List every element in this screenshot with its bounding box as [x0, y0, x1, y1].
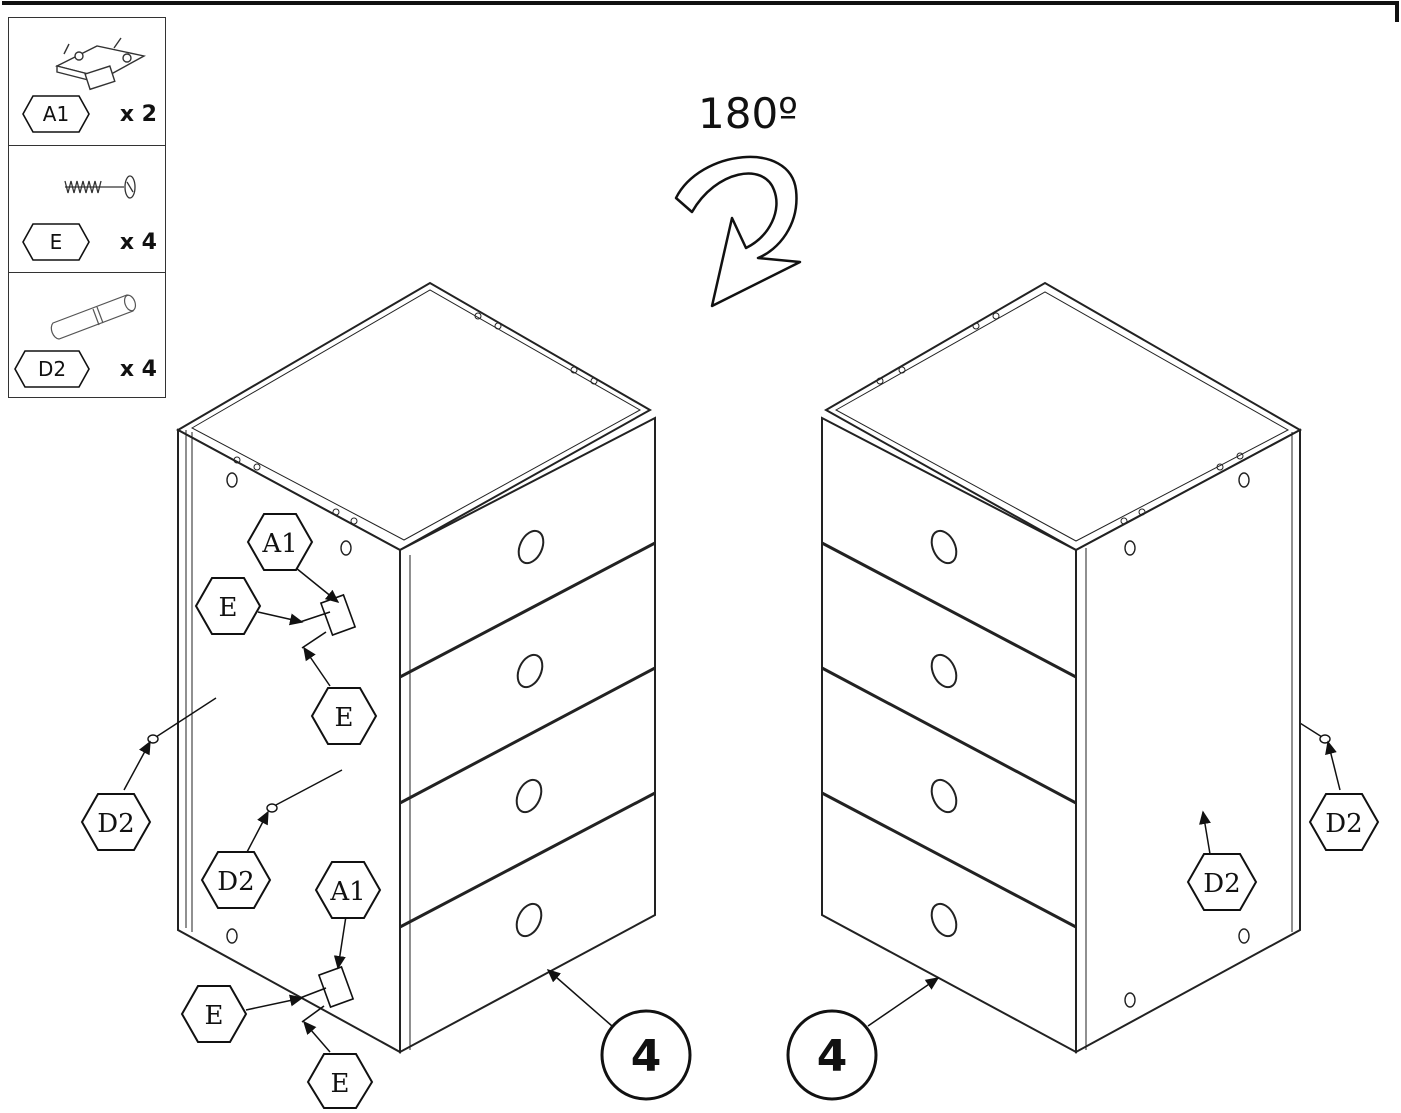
- cabinet-right: [821, 281, 1303, 1054]
- svg-text:4: 4: [817, 1031, 848, 1082]
- callout-e-bottom-left: E: [180, 985, 248, 1043]
- step-label-right: 4: [786, 1009, 878, 1101]
- dowel-icon: [50, 294, 137, 340]
- part-label-a1: A1: [22, 95, 90, 133]
- hinge-hardware-left-bottom: [299, 965, 355, 1023]
- part-label-e: E: [22, 223, 90, 261]
- part-qty-d2: x 4: [119, 357, 157, 382]
- svg-text:E: E: [335, 703, 354, 733]
- svg-text:A1: A1: [43, 102, 69, 126]
- svg-text:A1: A1: [329, 877, 365, 907]
- leader-lines: [123, 567, 1341, 1053]
- callout-a1-bottom: A1: [314, 861, 382, 919]
- parts-panel: A1 x 2 E x 4: [8, 17, 166, 398]
- callout-e-top-left: E: [194, 577, 262, 635]
- cabinet-left: [175, 281, 656, 1054]
- rotation-label: 180º: [698, 89, 798, 138]
- svg-text:D2: D2: [1203, 869, 1240, 899]
- svg-text:E: E: [331, 1069, 350, 1099]
- part-cell-e: E x 4: [9, 145, 165, 272]
- svg-text:E: E: [205, 1001, 224, 1031]
- svg-text:D2: D2: [38, 357, 66, 381]
- part-label-d2: D2: [14, 350, 90, 388]
- svg-text:A1: A1: [261, 529, 297, 559]
- svg-text:D2: D2: [97, 809, 134, 839]
- callout-a1-top: A1: [246, 513, 314, 571]
- svg-text:4: 4: [631, 1031, 662, 1082]
- screw-icon: [64, 175, 136, 199]
- svg-text:E: E: [50, 230, 63, 254]
- callout-d2-right-inner: D2: [1186, 853, 1258, 911]
- rotate-arrow-icon: [674, 155, 802, 308]
- step-label-left: 4: [600, 1009, 692, 1101]
- part-cell-d2: D2 x 4: [9, 272, 165, 399]
- callout-d2-left-inner: D2: [200, 851, 272, 909]
- svg-text:D2: D2: [1325, 809, 1362, 839]
- part-qty-a1: x 2: [119, 102, 157, 127]
- hinge-icon: [55, 37, 146, 91]
- callout-d2-left-outer: D2: [80, 793, 152, 851]
- part-qty-e: x 4: [119, 230, 157, 255]
- part-cell-a1: A1 x 2: [9, 18, 165, 145]
- svg-text:E: E: [219, 593, 238, 623]
- hinge-hardware-left-top: [299, 593, 357, 649]
- callout-e-top-right: E: [310, 687, 378, 745]
- svg-text:D2: D2: [217, 867, 254, 897]
- callout-d2-right-outer: D2: [1308, 793, 1380, 851]
- callout-e-bottom-right: E: [306, 1053, 374, 1109]
